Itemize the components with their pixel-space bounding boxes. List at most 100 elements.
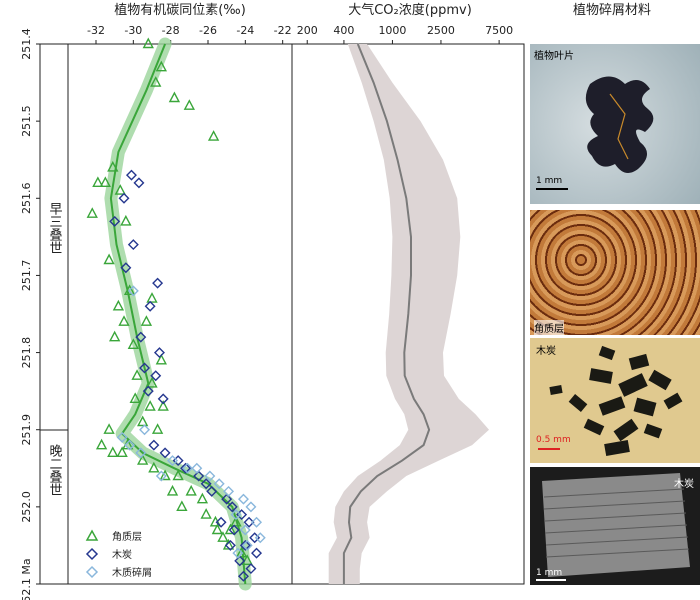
point-charcoal xyxy=(215,516,227,528)
photo-label-leaf: 植物叶片 xyxy=(534,51,574,62)
point-cuticle xyxy=(196,492,209,504)
point-charcoal xyxy=(120,262,132,274)
x-tick-label: -26 xyxy=(199,24,217,37)
point-charcoal xyxy=(127,239,139,251)
photo-label-charcoal: 木炭 xyxy=(536,346,556,357)
point-charcoal xyxy=(251,547,263,559)
point-cuticle xyxy=(217,531,229,542)
y-tick-label: 251.4 xyxy=(20,28,33,60)
point-charcoal xyxy=(224,539,236,551)
co2-curve xyxy=(328,43,489,584)
point-charcoal xyxy=(249,532,261,544)
point-cuticle xyxy=(99,176,111,188)
x-tick-label: -30 xyxy=(124,24,142,37)
point-cuticle xyxy=(118,315,130,326)
point-charcoal xyxy=(142,385,154,397)
point-wood xyxy=(237,493,249,505)
photos-header: 植物碎屑材料 xyxy=(573,3,651,18)
age-axis: 251.4251.5251.6251.7251.8251.9252.0252.1… xyxy=(20,28,40,600)
point-charcoal xyxy=(206,485,218,497)
point-cuticle xyxy=(148,461,160,473)
point-cuticle xyxy=(103,253,115,265)
d13c-x-axis: -32-30-28-26-24-22 xyxy=(87,24,292,44)
point-wood xyxy=(181,462,193,474)
point-cuticle xyxy=(200,508,212,519)
x-tick-label: -32 xyxy=(87,24,105,37)
point-cuticle xyxy=(112,299,125,311)
trend-line xyxy=(109,43,247,585)
legend-label-charcoal: 木炭 xyxy=(112,549,132,561)
point-charcoal xyxy=(139,362,151,374)
scale-bar-sem xyxy=(536,579,566,581)
point-cuticle xyxy=(86,207,98,218)
x-tick-label: 7500 xyxy=(485,24,513,37)
sem-block xyxy=(542,473,690,577)
legend-marker-charcoal xyxy=(85,547,99,561)
point-wood xyxy=(116,431,128,443)
x-tick-label: -22 xyxy=(274,24,292,37)
point-wood xyxy=(251,516,263,528)
legend: 角质层 木炭 木质碎屑 xyxy=(85,529,152,579)
scale-bar-leaf xyxy=(536,188,568,190)
point-cuticle xyxy=(146,292,158,303)
point-wood xyxy=(124,439,136,451)
point-wood xyxy=(213,478,225,490)
point-cuticle xyxy=(131,369,143,380)
point-wood xyxy=(232,547,244,559)
point-cuticle xyxy=(230,515,242,527)
point-charcoal xyxy=(245,563,257,575)
point-charcoal xyxy=(109,215,121,227)
point-cuticle xyxy=(241,554,253,566)
y-tick-label: 251.6 xyxy=(20,183,33,215)
period-label-early-triassic: 早三叠世 xyxy=(47,202,63,254)
point-cuticle xyxy=(142,37,154,49)
x-tick-label: 1000 xyxy=(378,24,406,37)
photo-label-charcoal-sem: 木炭 xyxy=(674,479,694,490)
d13c-points xyxy=(86,37,266,582)
point-charcoal xyxy=(150,370,162,382)
scale-label-charcoal: 0.5 mm xyxy=(536,435,571,445)
y-tick-label: 252.1 Ma xyxy=(20,558,33,600)
legend-label-cuticle: 角质层 xyxy=(112,531,142,543)
point-charcoal xyxy=(228,524,240,536)
y-tick-label: 252.0 xyxy=(20,491,33,523)
point-cuticle xyxy=(172,469,184,481)
point-charcoal xyxy=(148,439,160,451)
point-wood xyxy=(167,455,179,467)
age-panel-frame xyxy=(39,43,69,585)
x-tick-label: 2500 xyxy=(427,24,455,37)
point-cuticle xyxy=(183,99,195,110)
photo-charcoal-sem: 木炭 1 mm xyxy=(530,467,700,585)
point-cuticle xyxy=(168,91,181,103)
co2-median-line xyxy=(342,43,431,584)
point-charcoal xyxy=(221,493,233,505)
point-cuticle xyxy=(116,446,128,458)
point-wood xyxy=(191,462,203,474)
point-wood xyxy=(254,532,266,544)
point-wood xyxy=(230,509,242,521)
point-wood xyxy=(155,470,167,482)
point-cuticle xyxy=(144,400,156,411)
x-tick-label: -28 xyxy=(162,24,180,37)
y-tick-label: 251.7 xyxy=(20,260,33,292)
point-charcoal xyxy=(200,478,212,490)
photo-leaf: 植物叶片 1 mm xyxy=(530,44,700,204)
point-charcoal xyxy=(243,516,255,528)
y-tick-label: 251.8 xyxy=(20,337,33,369)
point-charcoal xyxy=(180,462,192,474)
point-charcoal xyxy=(237,570,249,582)
point-charcoal xyxy=(239,539,251,551)
point-cuticle xyxy=(176,500,188,512)
point-charcoal xyxy=(153,347,165,359)
point-charcoal xyxy=(118,192,130,204)
point-cuticle xyxy=(140,315,153,326)
y-tick-label: 251.9 xyxy=(20,414,33,446)
point-cuticle xyxy=(150,76,162,87)
point-charcoal xyxy=(135,331,147,343)
point-wood xyxy=(139,424,151,436)
scale-label-leaf: 1 mm xyxy=(536,176,563,186)
point-cuticle xyxy=(157,400,169,411)
point-cuticle xyxy=(107,446,119,458)
point-cuticle xyxy=(185,484,197,496)
